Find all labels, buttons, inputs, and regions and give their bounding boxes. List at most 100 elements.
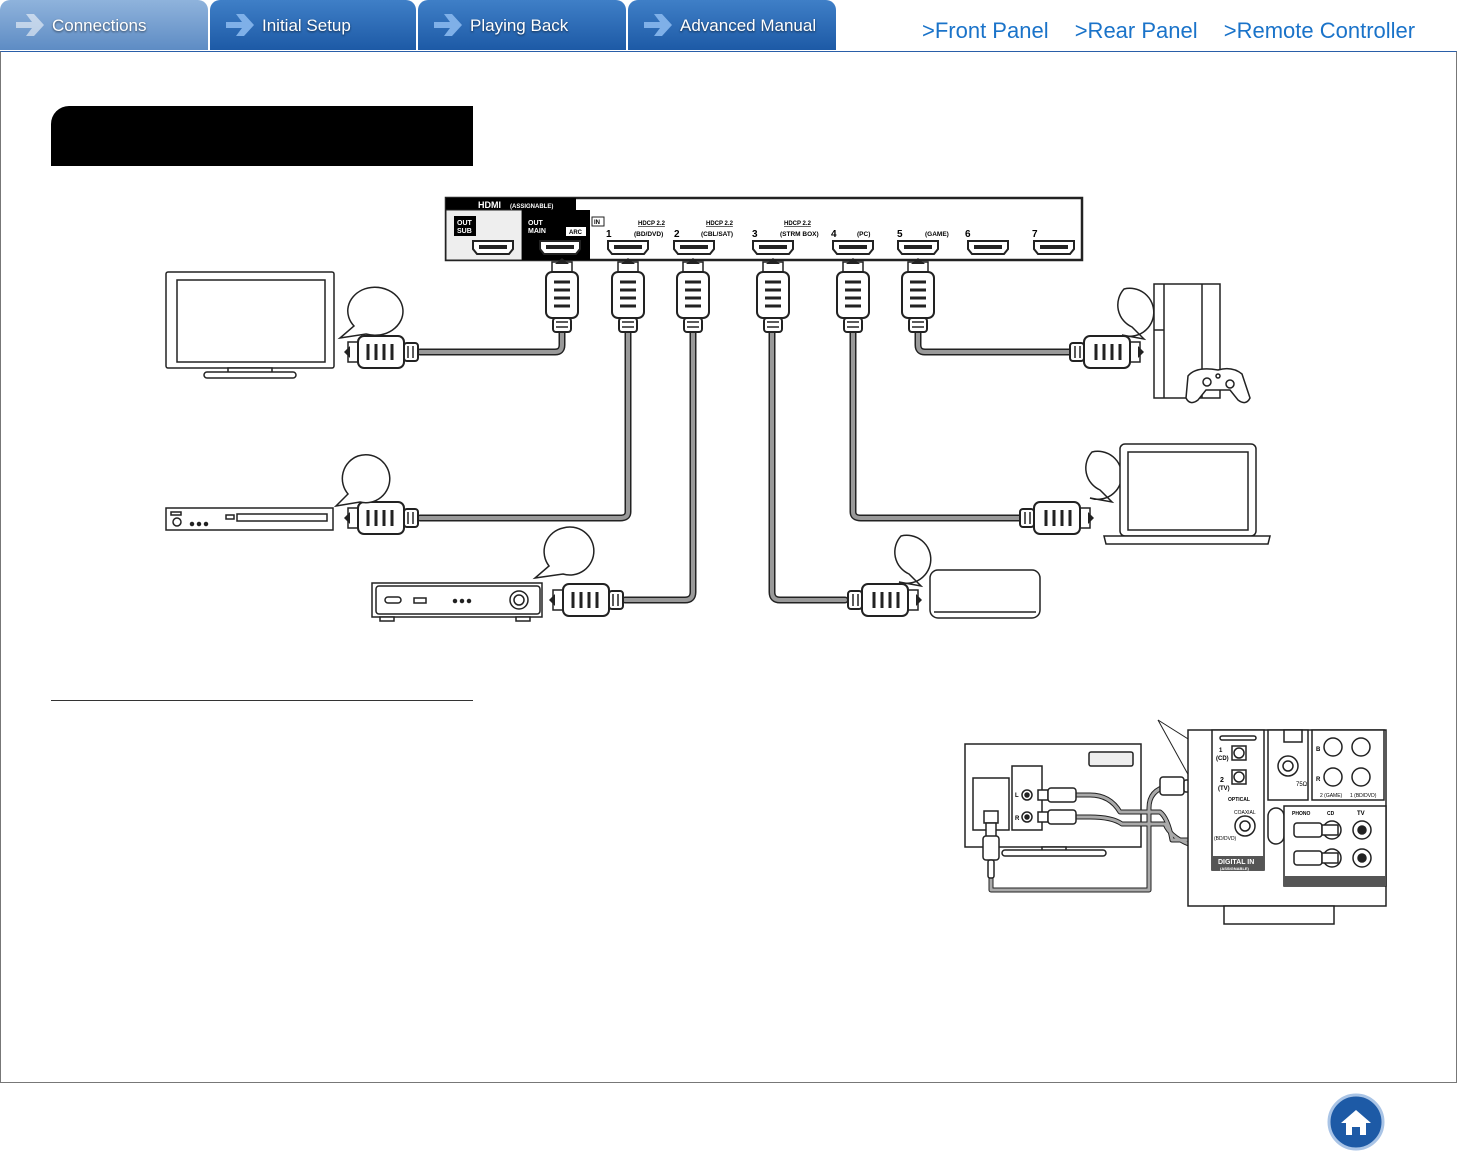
port-2-number: 2: [674, 229, 680, 240]
optical-label: OPTICAL: [1228, 797, 1250, 803]
remote-controller-link[interactable]: >Remote Controller: [1223, 18, 1416, 43]
digital-in-2-name: (TV): [1218, 786, 1230, 792]
hdmi-in-1-port: [607, 240, 649, 255]
hdmi-plug-in-4: [835, 256, 871, 334]
hdcp-label-3: HDCP 2.2: [784, 221, 812, 227]
component-r-label: R: [1316, 777, 1321, 783]
phono-label: PHONO: [1292, 811, 1310, 817]
hdmi-title: HDMI: [478, 200, 501, 210]
hdmi-plug-tv: [342, 334, 420, 370]
cables: [416, 326, 1074, 604]
top-navigation: Connections Initial Setup Playing Back A…: [0, 0, 1457, 52]
port-2-name: (CBL/SAT): [701, 231, 733, 238]
hdmi-in-6-port: [967, 240, 1009, 255]
home-button[interactable]: [1327, 1093, 1385, 1151]
port-6-number: 6: [965, 229, 971, 240]
digital-in-assignable: (ASSIGNABLE): [1220, 866, 1250, 871]
tab-label: Initial Setup: [262, 16, 351, 35]
cd-label: CD: [1327, 811, 1335, 817]
digital-in-1-name: (CD): [1216, 756, 1229, 762]
hdmi-plug-in-1: [610, 256, 646, 334]
tab-initial-setup[interactable]: Initial Setup: [210, 0, 416, 50]
port-3-number: 3: [752, 229, 758, 240]
tab-label: Advanced Manual: [680, 16, 817, 35]
digital-in-1: 1: [1219, 748, 1223, 754]
component-b-label: B: [1316, 747, 1321, 753]
tv-analog-label: TV: [1357, 811, 1365, 817]
port-5-number: 5: [897, 229, 903, 240]
component-game-label: 2 (GAME): [1320, 793, 1343, 799]
section-heading-bar: [51, 106, 473, 166]
hdmi-plug-pc: [1018, 500, 1096, 536]
hdmi-terminal-panel: HDMI (ASSIGNABLE) OUT SUB OUT MAIN ARC I…: [444, 196, 1084, 262]
digital-in-label: DIGITAL IN: [1218, 859, 1254, 866]
arrow-right-icon: [226, 14, 254, 36]
arrow-right-icon: [434, 14, 462, 36]
bd-dvd-player-illustration: [165, 507, 334, 531]
hdmi-plug-streaming-box: [846, 582, 924, 618]
tab-advanced-manual[interactable]: Advanced Manual: [628, 0, 836, 50]
port-1-name: (BD/DVD): [634, 231, 663, 238]
hdmi-in-3-port: [752, 240, 794, 255]
callout-bubbles: [333, 286, 1155, 588]
port-4-number: 4: [831, 229, 837, 240]
out-main-line1: OUT: [528, 220, 544, 227]
game-console-illustration: [1153, 283, 1251, 404]
tv-illustration: [165, 271, 335, 379]
callout-bubble-tv: [337, 286, 404, 340]
port-3-name: (STRM BOX): [780, 231, 819, 238]
hdmi-in-2-port: [673, 240, 715, 255]
top-links: >Front Panel >Rear Panel >Remote Control…: [922, 18, 1415, 44]
hdmi-assignable: (ASSIGNABLE): [510, 204, 553, 210]
ohm-label: 75Ω: [1296, 782, 1308, 788]
section-divider: [51, 700, 473, 701]
hdmi-plug-in-3: [755, 256, 791, 334]
rear-panel-detail: L R: [964, 719, 1387, 925]
hdmi-plug-out-main: [544, 256, 580, 334]
port-7-number: 7: [1032, 229, 1038, 240]
tv-audio-l: L: [1015, 793, 1019, 799]
pc-laptop-illustration: [1103, 443, 1271, 545]
callout-bubble-bd: [333, 453, 391, 508]
hdmi-in-7-port: [1033, 240, 1075, 255]
out-main-line2: MAIN: [528, 228, 546, 235]
out-sub-line2: SUB: [457, 228, 472, 235]
hdmi-plug-in-5: [900, 256, 936, 334]
tab-label: Playing Back: [470, 16, 569, 35]
port-4-name: (PC): [857, 231, 870, 238]
digital-in-2: 2: [1220, 777, 1224, 784]
hdmi-plug-bd-player: [342, 500, 420, 536]
hdmi-plug-in-2: [675, 256, 711, 334]
callout-bubble-game: [1117, 287, 1155, 341]
tab-playing-back[interactable]: Playing Back: [418, 0, 626, 50]
rear-panel-link[interactable]: >Rear Panel: [1074, 18, 1198, 43]
hdcp-label-1: HDCP 2.2: [638, 221, 666, 227]
callout-bubble-cable: [532, 526, 595, 580]
port-1-number: 1: [606, 229, 612, 240]
hdmi-plug-cable-box: [547, 582, 625, 618]
hdmi-out-main-port: [539, 240, 581, 255]
out-sub-line1: OUT: [457, 220, 473, 227]
tab-connections[interactable]: Connections: [0, 0, 208, 50]
hdmi-in-4-port: [832, 240, 874, 255]
tab-label: Connections: [52, 16, 147, 35]
hdmi-in-5-port: [897, 240, 939, 255]
tv-audio-r: R: [1015, 816, 1020, 822]
hdcp-label-2: HDCP 2.2: [706, 221, 734, 227]
callout-bubble-streaming: [894, 534, 932, 588]
arrow-right-icon: [644, 14, 672, 36]
streaming-box-illustration: [929, 569, 1041, 619]
cable-box-illustration: [371, 582, 543, 622]
coaxial-label: COAXIAL: [1234, 810, 1256, 816]
port-5-name: (GAME): [925, 231, 949, 238]
arc-label: ARC: [569, 230, 583, 236]
callout-bubble-pc: [1085, 450, 1123, 504]
front-panel-link[interactable]: >Front Panel: [922, 18, 1049, 43]
coaxial-input-name: (BD/DVD): [1214, 836, 1237, 842]
hdmi-plug-game-console: [1068, 334, 1146, 370]
arrow-right-icon: [16, 14, 44, 36]
component-bd-label: 1 (BD/DVD): [1350, 793, 1377, 799]
in-label: IN: [594, 220, 600, 226]
hdmi-out-sub-port: [472, 240, 514, 255]
